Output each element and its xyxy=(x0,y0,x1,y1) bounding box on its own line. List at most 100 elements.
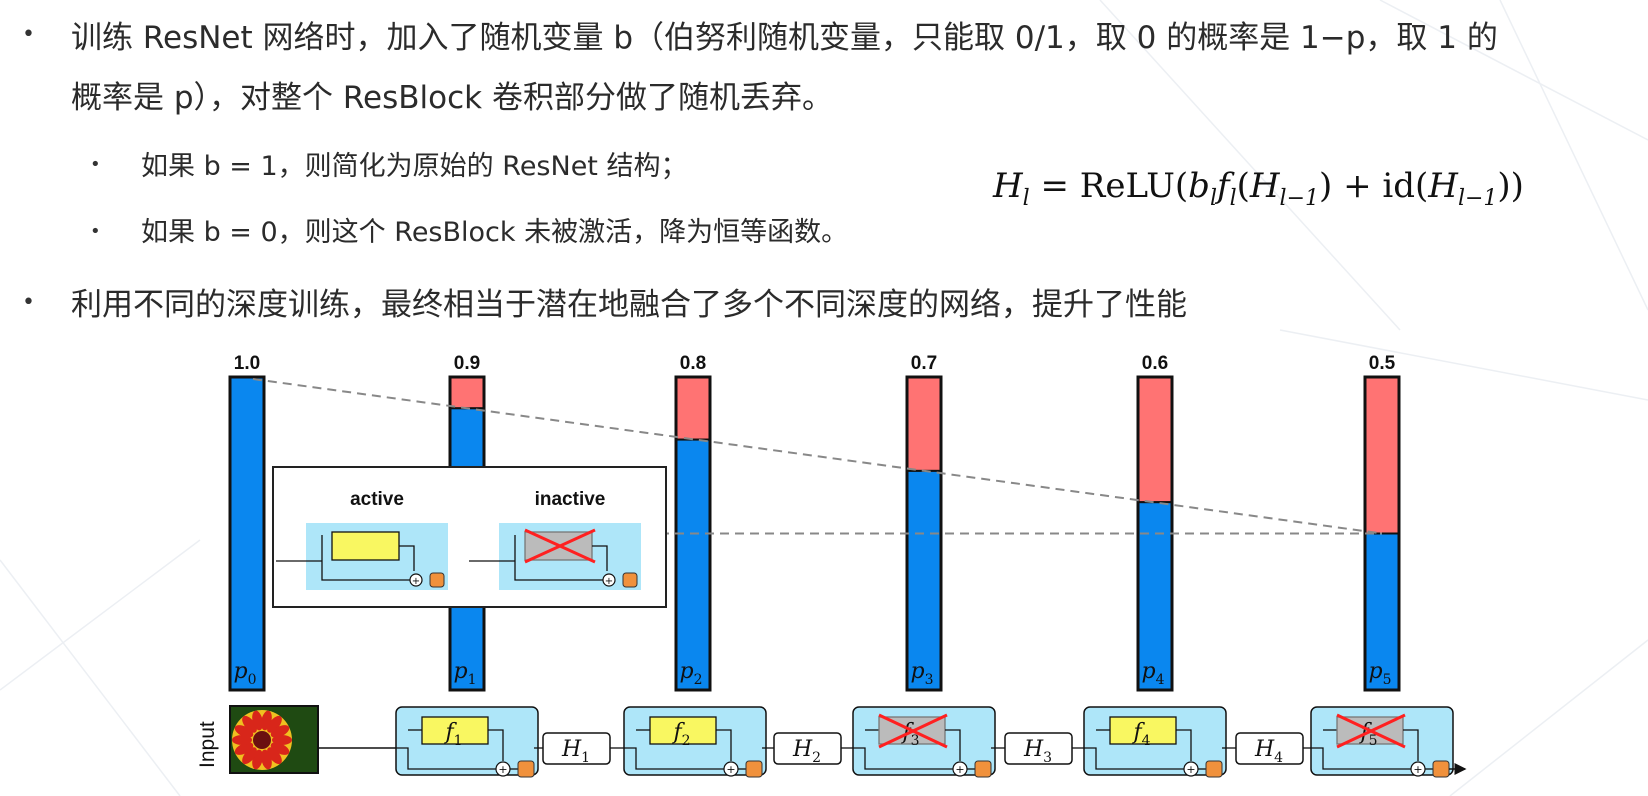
function-box-4 xyxy=(1109,716,1177,745)
bullet-marker: • xyxy=(22,290,35,315)
drop-portion-4 xyxy=(1137,376,1173,504)
inset-active-block-relu xyxy=(429,572,445,588)
bar-p-label-4: p4 xyxy=(1141,659,1164,688)
flower-petal xyxy=(242,715,257,733)
bar-outline-0 xyxy=(228,375,266,692)
relu-box-3 xyxy=(974,760,992,778)
survive-portion-0 xyxy=(229,376,265,691)
bullet-text-2: 利用不同的深度训练，最终相当于潜在地融合了多个不同深度的网络，提升了性能 xyxy=(71,287,1187,323)
drop-portion-1 xyxy=(449,376,485,410)
flower-petal xyxy=(252,710,263,731)
formula-mid: ) + id( xyxy=(1319,166,1429,206)
sub-bullet-text-1: 如果 b = 1，则简化为原始的 ResNet 结构； xyxy=(141,151,688,182)
sub-bullet-text-2: 如果 b = 0，则这个 ResBlock 未被激活，降为恒等函数。 xyxy=(141,217,849,248)
inset-active-block-func-box xyxy=(331,531,400,561)
inset-active-block-plus: + xyxy=(412,576,420,587)
hidden-label-3: H3 xyxy=(1023,737,1052,766)
add-plus-3: + xyxy=(955,763,964,776)
inset-inactive-block-func-out xyxy=(592,545,608,571)
add-plus-5: + xyxy=(1413,763,1422,776)
resblock-out-3 xyxy=(945,729,961,761)
relu-box-4 xyxy=(1205,760,1223,778)
sub-bullet-marker: • xyxy=(90,154,101,175)
block-cross-b-5 xyxy=(1336,713,1406,749)
relu-box-2 xyxy=(745,760,763,778)
prob-label-0: 1.0 xyxy=(234,353,260,374)
formula-lhs-sub: l xyxy=(1022,186,1030,211)
hidden-label-2: H2 xyxy=(792,737,821,766)
formula-h1: H xyxy=(1249,166,1280,206)
flower-petal xyxy=(267,715,282,733)
prob-label-3: 0.7 xyxy=(911,353,937,374)
formula-lhs: H xyxy=(993,166,1023,206)
prob-label-2: 0.8 xyxy=(680,353,706,374)
flower-petal xyxy=(270,725,290,738)
bar-p-label-5: p5 xyxy=(1368,659,1391,688)
inset-active-block-func-out xyxy=(399,545,415,571)
flower-petal xyxy=(234,742,254,755)
hidden-label-1: H1 xyxy=(561,737,590,766)
formula-b-sub: l xyxy=(1209,186,1217,211)
inset-inactive-label: inactive xyxy=(535,489,606,510)
formula-f: f xyxy=(1216,166,1230,206)
inset-inactive-block-plus: + xyxy=(605,576,613,587)
formula-f-sub: l xyxy=(1229,186,1237,211)
sub-bullet-marker: • xyxy=(90,221,101,242)
resblock-skip-1 xyxy=(396,747,500,770)
prob-label-1: 0.9 xyxy=(454,353,480,374)
bullet-marker: • xyxy=(22,22,35,47)
bullet-text-1: 训练 ResNet 网络时，加入了随机变量 b（伯努利随机变量，只能取 0/1，… xyxy=(71,20,1498,56)
input-label: Input xyxy=(196,721,219,768)
formula-h2-sub: l−1 xyxy=(1457,186,1498,211)
formula-close: )) xyxy=(1497,166,1524,206)
resblock-skip-2 xyxy=(624,747,728,770)
hidden-label-4: H4 xyxy=(1254,737,1283,766)
inset-inactive-block-relu xyxy=(622,572,638,588)
resblock-out-2 xyxy=(716,729,732,761)
inset-panel: active inactive + + xyxy=(272,466,667,608)
inset-active-block-skip-line xyxy=(321,535,416,581)
prob-label-4: 0.6 xyxy=(1142,353,1168,374)
decay-line xyxy=(252,378,1383,535)
drop-portion-3 xyxy=(906,376,942,472)
flower-petal xyxy=(261,749,272,770)
inset-inactive-block-cross-2 xyxy=(524,528,596,564)
flower-petal xyxy=(267,747,282,765)
resblock-out-5 xyxy=(1403,729,1419,761)
bar-p-label-1: p1 xyxy=(453,659,476,688)
drop-portion-2 xyxy=(675,376,711,441)
resblock-skip-3 xyxy=(853,747,957,770)
add-plus-1: + xyxy=(498,763,507,776)
resblock-skip-5 xyxy=(1311,747,1415,770)
formula-b: b xyxy=(1188,166,1210,206)
formula: Hl = ReLU(blfl(Hl−1) + id(Hl−1)) xyxy=(993,166,1524,211)
flower-center xyxy=(253,731,271,749)
bar-p-label-0: p0 xyxy=(233,659,256,688)
relu-box-5 xyxy=(1432,760,1450,778)
inset-inactive-block-add-node xyxy=(602,573,616,587)
flower-petal xyxy=(242,747,257,765)
inset-active-block-add-node xyxy=(409,573,423,587)
prob-label-5: 0.5 xyxy=(1369,353,1396,374)
bar-p-label-3: p3 xyxy=(910,659,933,688)
input-image xyxy=(229,705,319,774)
flower-petal xyxy=(232,735,252,745)
drop-portion-5 xyxy=(1364,376,1400,535)
relu-box-1 xyxy=(517,760,535,778)
flower-petal xyxy=(270,742,290,755)
function-box-1 xyxy=(421,716,489,745)
resblock-skip-4 xyxy=(1084,747,1188,770)
resblock-out-4 xyxy=(1176,729,1192,761)
add-plus-4: + xyxy=(1186,763,1195,776)
block-cross-b-3 xyxy=(878,713,948,749)
inset-inactive-block-skip-line xyxy=(514,535,609,581)
bullet-text-1-cont: 概率是 p），对整个 ResBlock 卷积部分做了随机丢弃。 xyxy=(71,80,833,116)
survive-portion-2 xyxy=(675,438,711,691)
formula-h1-sub: l−1 xyxy=(1279,186,1320,211)
inset-active-label: active xyxy=(350,489,404,510)
formula-h2: H xyxy=(1428,166,1458,206)
add-plus-2: + xyxy=(726,763,735,776)
